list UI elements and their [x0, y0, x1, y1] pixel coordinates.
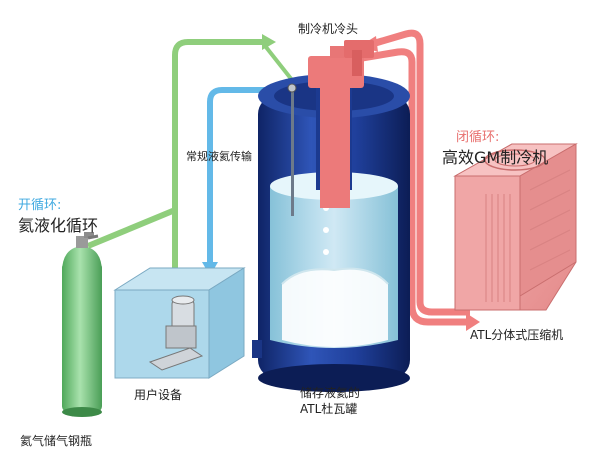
label-regular-transfer: 常规液氦传输: [186, 150, 252, 163]
blue-flow-line: [207, 87, 296, 262]
label-user-equipment: 用户设备: [134, 388, 183, 402]
label-dewar-line1: 储存液氦的: [300, 386, 361, 400]
label-open-loop-desc: 氦液化循环: [18, 216, 99, 235]
cryocooler-head: [308, 40, 374, 208]
atl-dewar: [252, 74, 410, 392]
red-flow-lower: [361, 48, 468, 326]
label-gas-cylinder: 氦气储气钢瓶: [20, 434, 93, 448]
user-equipment: [113, 267, 246, 379]
label-open-loop-title: 开循环:: [18, 198, 62, 213]
label-compressor: ATL分体式压缩机: [470, 328, 564, 342]
label-cryocooler-head: 制冷机冷头: [298, 22, 359, 36]
green-flow-line: [86, 39, 262, 249]
red-flow-upper: [371, 29, 424, 138]
label-dewar-line2: ATL杜瓦罐: [300, 402, 358, 416]
helium-gas-cylinder: [62, 232, 102, 417]
red-flow-arrow-bottom: [466, 313, 480, 331]
green-branch-to-dewar: [260, 40, 294, 82]
label-closed-loop-desc: 高效GM制冷机: [442, 148, 549, 167]
label-closed-loop-title: 闭循环:: [456, 130, 500, 145]
atl-split-compressor: [453, 143, 578, 311]
red-flow-return: [416, 138, 470, 316]
